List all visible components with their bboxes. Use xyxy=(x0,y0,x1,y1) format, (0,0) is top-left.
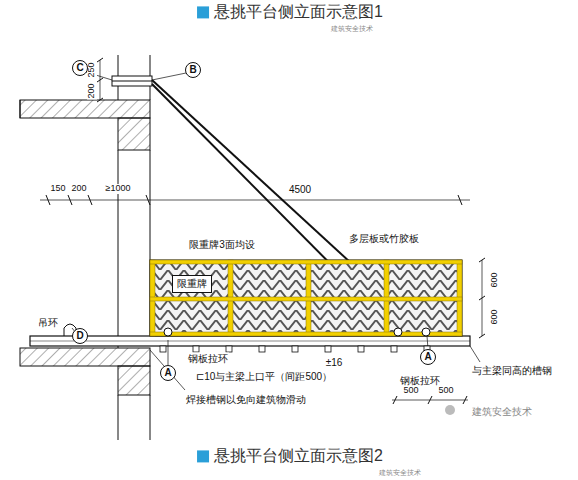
note: 焊接槽钢以免向建筑物滑动 xyxy=(185,394,307,405)
figure-title: 悬挑平台侧立面示意图1 xyxy=(197,2,383,21)
part-name: 钢板拉环 xyxy=(187,353,229,364)
part-name: 钢板拉环 xyxy=(399,375,441,386)
watermark: 建筑安全技术 xyxy=(471,406,533,417)
part-name: ⊏10与主梁上口平（间距500） xyxy=(195,371,333,382)
dimension: 600 xyxy=(490,271,500,288)
note: 多层板或竹胶板 xyxy=(348,233,420,244)
callout-letter: A xyxy=(160,365,176,381)
dimension: ≥1000 xyxy=(105,184,132,194)
part-name: 吊环 xyxy=(37,317,59,328)
dimension: 150 xyxy=(49,184,66,194)
node-text: D xyxy=(76,331,83,341)
watermark: 建筑安全技术 xyxy=(330,25,374,33)
callout-letter: D xyxy=(72,328,88,344)
dimension: 200 xyxy=(87,82,97,99)
node-text: A xyxy=(424,352,431,362)
dimension: 4500 xyxy=(288,184,312,195)
figure-caption: 悬挑平台侧立面示意图2 xyxy=(197,446,383,465)
watermark: 建筑安全技术 xyxy=(378,469,422,477)
dimension: 500 xyxy=(402,386,419,396)
weight-limit-sign: 限重牌 xyxy=(172,275,212,293)
dimension: 600 xyxy=(490,308,500,325)
node-text: 限重牌 xyxy=(177,279,207,289)
note: 限重牌3面均设 xyxy=(188,239,256,250)
node-text: B xyxy=(189,65,196,75)
dimension: 250 xyxy=(87,61,97,78)
node-text: A xyxy=(164,368,171,378)
dimension: 200 xyxy=(70,184,87,194)
callout-letter: B xyxy=(185,62,201,78)
node-text: C xyxy=(76,63,83,73)
callout-letter: A xyxy=(420,349,436,365)
part-name: 与主梁同高的槽钢 xyxy=(471,365,553,376)
callout-letter: C xyxy=(72,60,88,76)
part-name: ±16 xyxy=(325,357,344,368)
dimension: 500 xyxy=(437,386,454,396)
